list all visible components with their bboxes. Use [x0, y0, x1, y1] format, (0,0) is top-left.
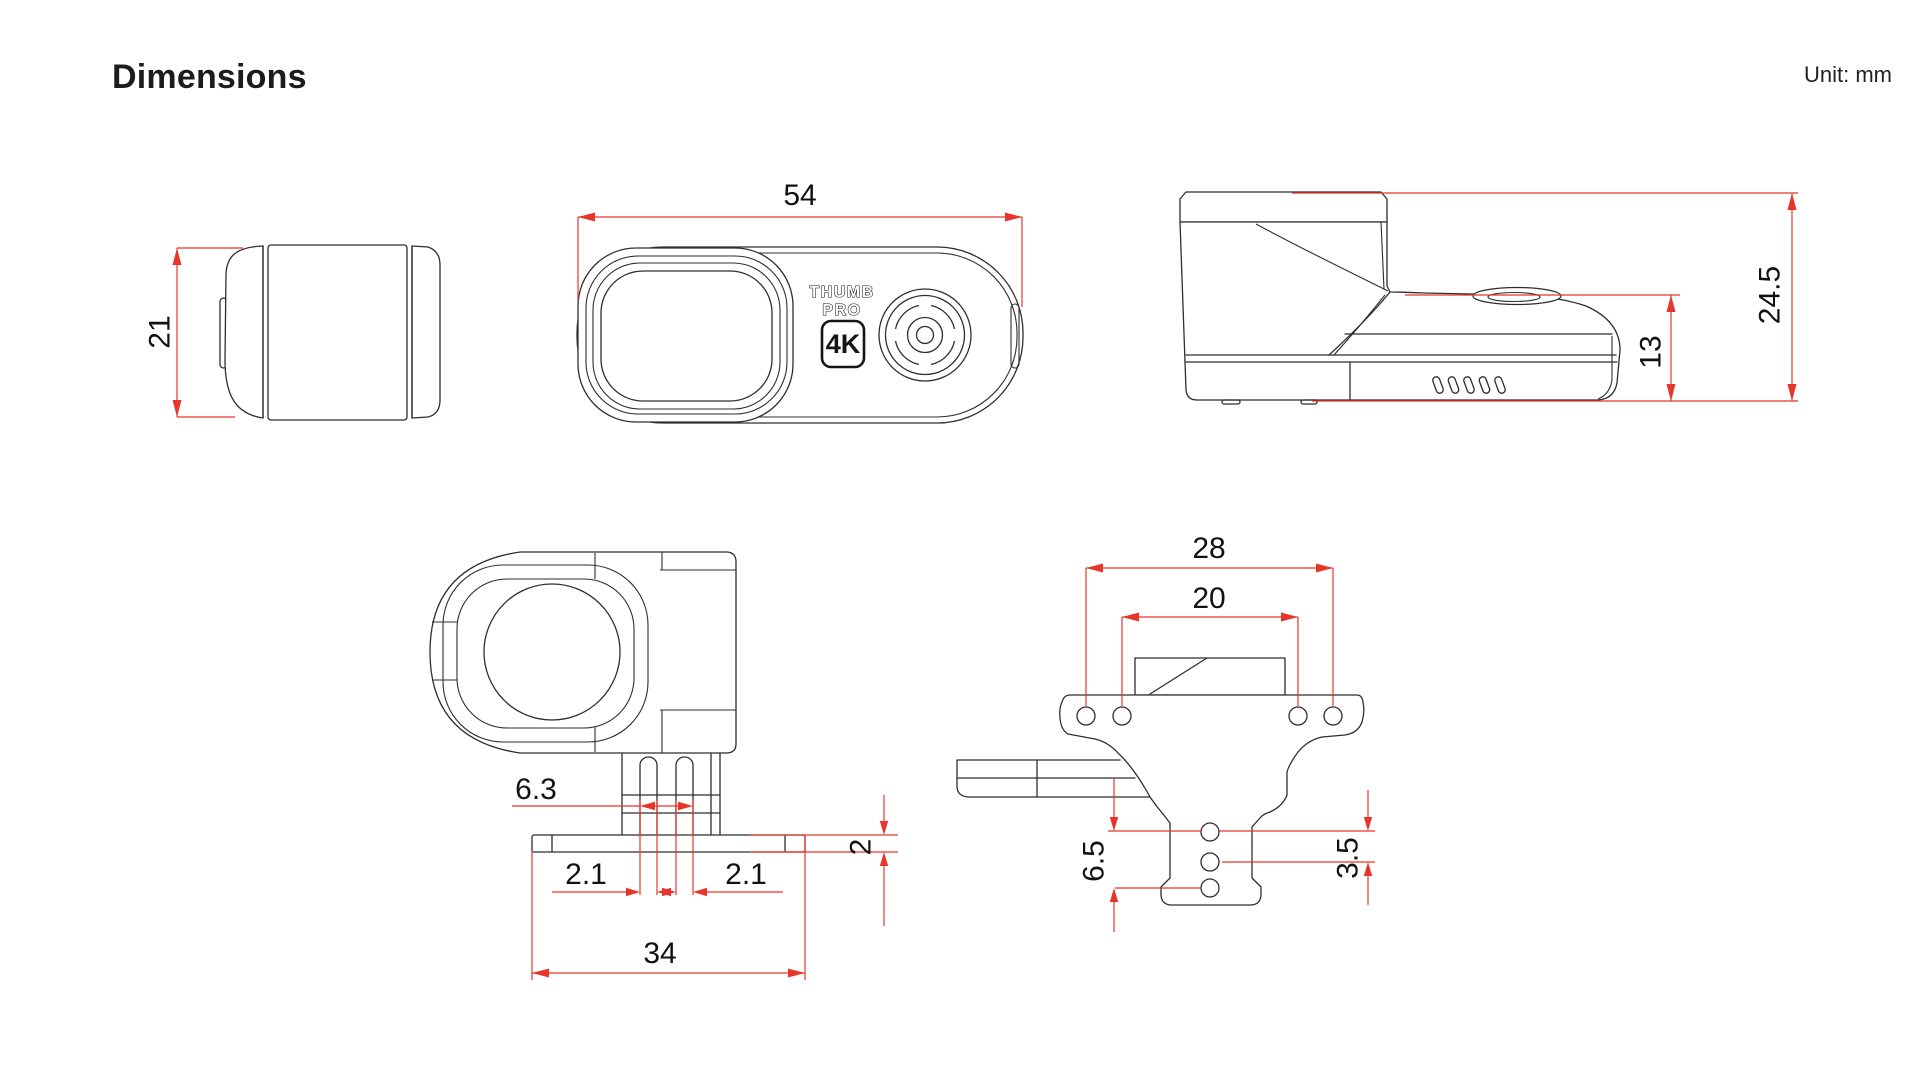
badge-4k-label: 4K [826, 329, 861, 359]
camera-body-angled [429, 551, 737, 754]
side-button-edge [1010, 303, 1020, 369]
dim-54: 54 [577, 179, 1023, 307]
lens-bezel-angled [432, 553, 649, 752]
dim-2-1-right-label: 2.1 [725, 858, 767, 891]
dim-34-label: 34 [643, 937, 676, 970]
dim-6-5: 6.5 [1078, 778, 1375, 932]
dim-21: 21 [144, 247, 243, 418]
rear-cap-side [411, 245, 441, 419]
lens-barrel-cap [1179, 191, 1388, 223]
dim-6-5-label: 6.5 [1078, 840, 1111, 882]
front-lens [577, 247, 794, 423]
lens-front-slab [224, 245, 264, 419]
dim-2-1-pair: 2.1 2.1 [552, 858, 783, 897]
dim-2-1-left-label: 2.1 [565, 858, 607, 891]
side-wing [956, 759, 1153, 798]
mount-bracket [1059, 694, 1365, 906]
view-rear-mount: 28 20 6.5 [956, 532, 1375, 932]
logo-line2: PRO [822, 302, 861, 319]
dim-54-label: 54 [783, 179, 816, 212]
unit-label: Unit: mm [1804, 62, 1892, 87]
dim-13: 13 [1405, 294, 1680, 401]
dim-13-label: 13 [1635, 335, 1668, 368]
view-left-side: 21 [144, 244, 441, 421]
speaker-slots [1432, 376, 1506, 394]
foot-bump [1300, 399, 1318, 405]
badge-4k: 4K [820, 319, 866, 369]
dim-21-label: 21 [144, 315, 177, 348]
view-right-side: 24.5 13 [1179, 191, 1798, 405]
dim-28: 28 [1085, 532, 1334, 706]
record-button [878, 288, 972, 382]
camera-body-side [267, 244, 408, 421]
dim-20-label: 20 [1192, 582, 1225, 615]
lens-glass [483, 583, 621, 721]
dim-24-5: 24.5 [1292, 192, 1798, 402]
dim-6-3: 6.3 [512, 773, 694, 895]
mount-base-plate [531, 834, 806, 853]
dim-2-label: 2 [845, 839, 878, 856]
camera-body-profile [1179, 221, 1621, 401]
dim-28-label: 28 [1192, 532, 1225, 565]
mount-fingers [621, 752, 721, 836]
page-title: Dimensions [112, 58, 307, 96]
dim-34: 34 [531, 835, 806, 980]
dim-3-5: 3.5 [1332, 790, 1373, 905]
view-front: THUMB PRO 4K [576, 179, 1024, 424]
dim-6-3-label: 6.3 [515, 773, 557, 806]
dim-24-5-label: 24.5 [1754, 266, 1787, 324]
dim-3-5-label: 3.5 [1332, 837, 1365, 879]
foot-bump [1221, 399, 1241, 405]
view-front-mount: 6.3 2.1 2.1 2 [429, 551, 898, 980]
dim-20: 20 [1121, 582, 1299, 706]
logo-line1: THUMB [809, 284, 874, 301]
dim-2: 2 [750, 795, 898, 926]
